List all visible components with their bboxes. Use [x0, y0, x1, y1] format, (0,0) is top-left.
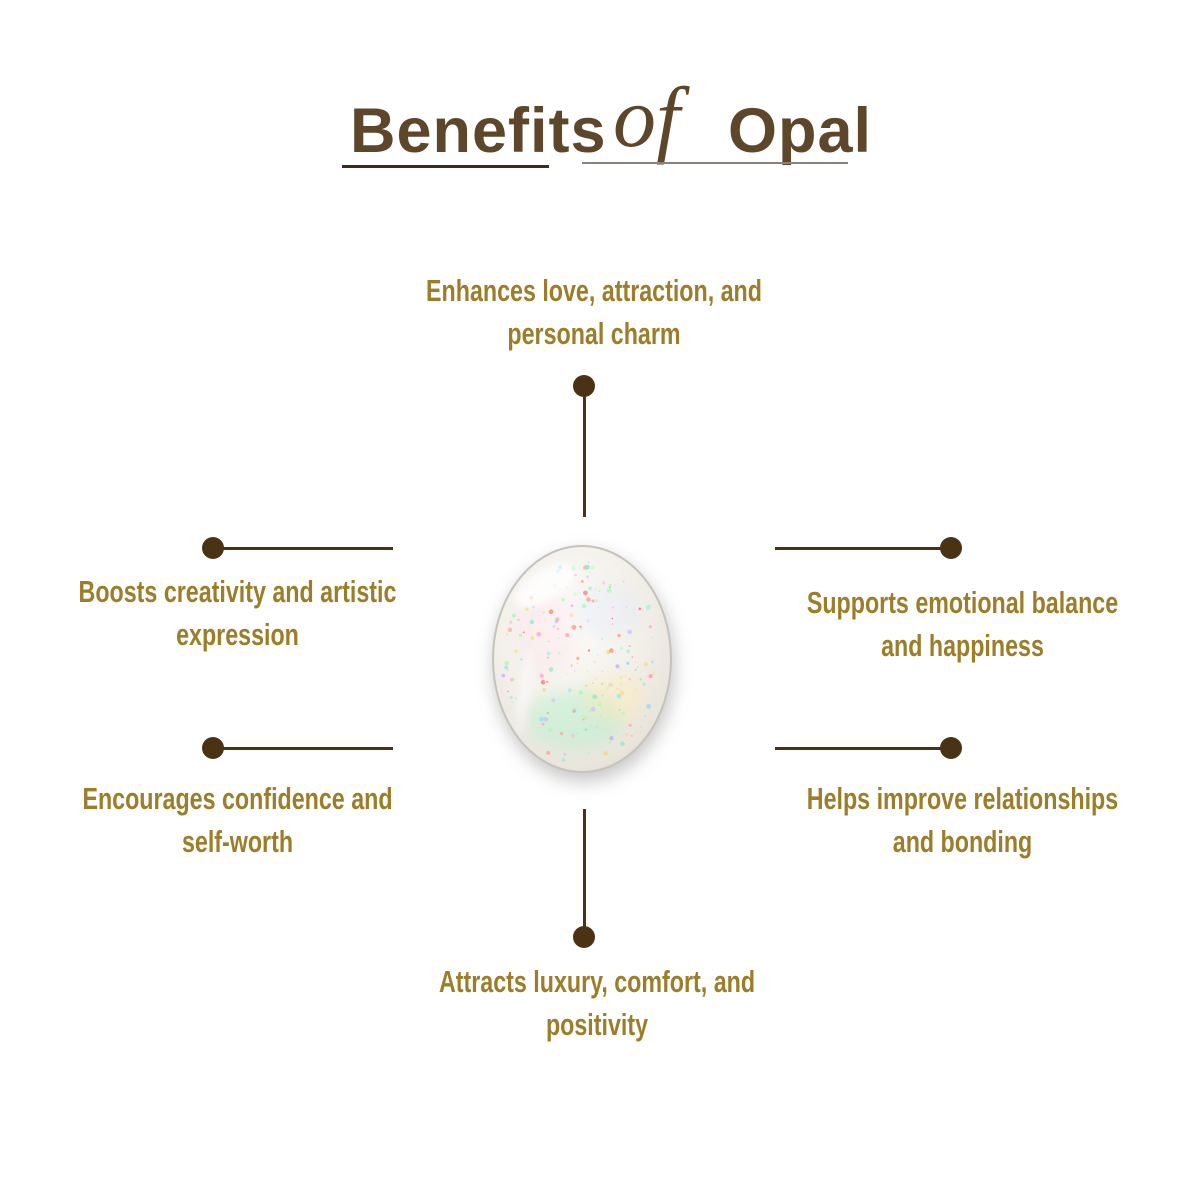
- benefit-bottom: Attracts luxury, comfort, and positivity: [438, 964, 756, 1042]
- opal-gem-icon: [492, 545, 672, 773]
- connector-dot-right-bottom: [940, 737, 962, 759]
- connector-dot-left-bottom: [202, 737, 224, 759]
- benefit-right-top: Supports emotional balance and happiness: [806, 585, 1119, 663]
- connector-line-left-top: [213, 547, 393, 550]
- connector-dot-left-top: [202, 537, 224, 559]
- title-word-opal: Opal: [728, 96, 873, 166]
- opal-gem-image: [487, 540, 677, 780]
- title-word-of: of: [613, 69, 680, 165]
- benefit-top: Enhances love, attraction, and personal …: [426, 273, 762, 351]
- connector-dot-bottom: [573, 926, 595, 948]
- opal-gem-speckles: [501, 561, 656, 762]
- title-underline-left: [342, 165, 549, 168]
- connector-dot-right-top: [940, 537, 962, 559]
- connector-dot-top: [573, 375, 595, 397]
- connector-line-right-top: [775, 547, 953, 550]
- title-underline-right: [582, 162, 848, 164]
- connector-line-left-bottom: [213, 747, 393, 750]
- connector-line-top: [583, 396, 586, 517]
- benefit-right-bottom: Helps improve relationships and bonding: [806, 781, 1119, 859]
- benefit-left-top: Boosts creativity and artistic expressio…: [78, 574, 397, 652]
- connector-line-bottom: [583, 809, 586, 932]
- benefit-left-bottom: Encourages confidence and self-worth: [82, 781, 393, 859]
- connector-line-right-bottom: [775, 747, 953, 750]
- title-word-benefits: Benefits: [350, 96, 607, 166]
